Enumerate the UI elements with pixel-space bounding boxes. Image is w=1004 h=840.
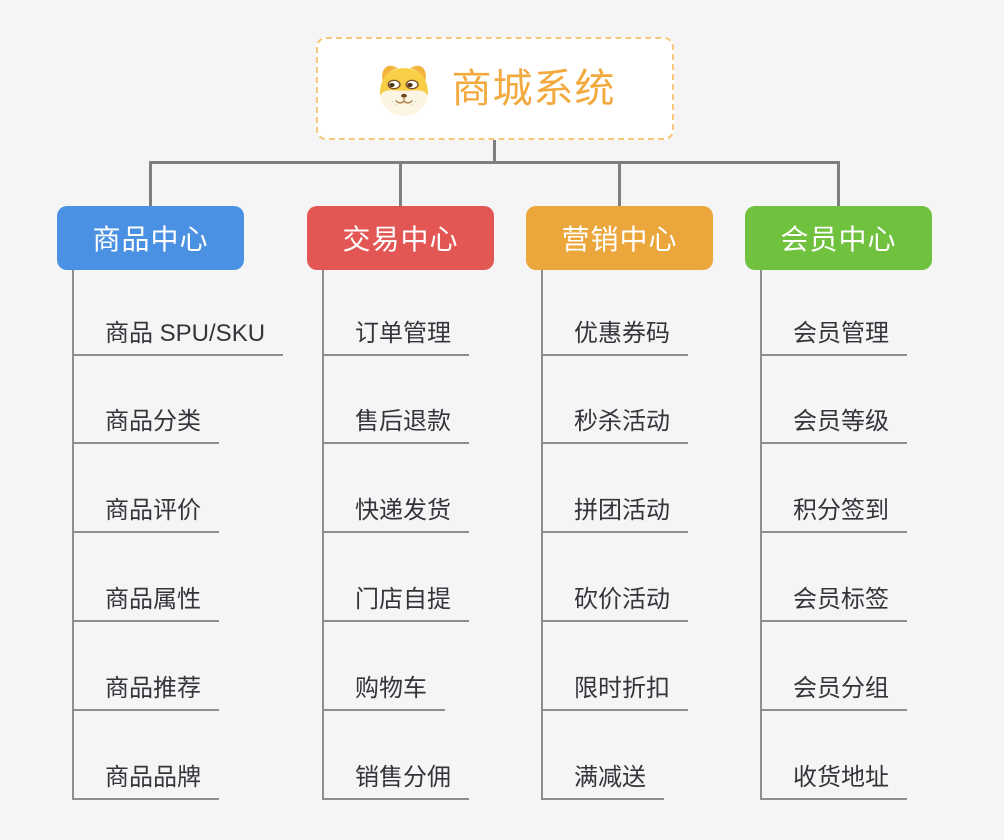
leaf-node[interactable]: 会员管理 <box>760 316 907 356</box>
connector-branch-drop <box>837 161 840 206</box>
leaf-node[interactable]: 积分签到 <box>760 493 907 533</box>
leaf-node[interactable]: 满减送 <box>541 760 664 800</box>
root-node[interactable]: 商城系统 <box>316 37 674 140</box>
leaf-node[interactable]: 商品评价 <box>72 493 219 533</box>
leaf-node[interactable]: 商品推荐 <box>72 671 219 711</box>
leaf-node[interactable]: 销售分佣 <box>322 760 469 800</box>
branch-node-trade-center[interactable]: 交易中心 <box>307 206 494 270</box>
leaf-node[interactable]: 收货地址 <box>760 760 907 800</box>
connector-branch-spine <box>322 270 324 800</box>
leaf-node[interactable]: 门店自提 <box>322 582 469 622</box>
branch-node-member-center[interactable]: 会员中心 <box>745 206 932 270</box>
leaf-node[interactable]: 购物车 <box>322 671 445 711</box>
connector-horizontal-rail <box>149 161 840 164</box>
leaf-node[interactable]: 商品 SPU/SKU <box>72 316 284 356</box>
leaf-node[interactable]: 订单管理 <box>322 316 469 356</box>
leaf-node[interactable]: 商品品牌 <box>72 760 219 800</box>
leaf-node[interactable]: 拼团活动 <box>541 493 688 533</box>
connector-branch-spine <box>72 270 74 800</box>
connector-root-stem <box>493 140 496 161</box>
root-title: 商城系统 <box>451 66 616 111</box>
connector-branch-drop <box>399 161 402 206</box>
branch-node-marketing-center[interactable]: 营销中心 <box>526 206 713 270</box>
leaf-node[interactable]: 快递发货 <box>322 493 469 533</box>
leaf-node[interactable]: 秒杀活动 <box>541 404 688 444</box>
leaf-node[interactable]: 商品属性 <box>72 582 219 622</box>
connector-branch-drop <box>618 161 621 206</box>
leaf-node[interactable]: 会员分组 <box>760 671 907 711</box>
leaf-node[interactable]: 售后退款 <box>322 404 469 444</box>
connector-branch-spine <box>541 270 543 800</box>
leaf-node[interactable]: 商品分类 <box>72 404 219 444</box>
connector-branch-spine <box>760 270 762 800</box>
leaf-node[interactable]: 优惠券码 <box>541 316 688 356</box>
leaf-node[interactable]: 砍价活动 <box>541 582 688 622</box>
leaf-node[interactable]: 会员标签 <box>760 582 907 622</box>
leaf-node[interactable]: 会员等级 <box>760 404 907 444</box>
leaf-node[interactable]: 限时折扣 <box>541 671 688 711</box>
branch-node-product-center[interactable]: 商品中心 <box>57 206 244 270</box>
connector-branch-drop <box>149 161 152 206</box>
dog-face-icon <box>375 61 433 117</box>
